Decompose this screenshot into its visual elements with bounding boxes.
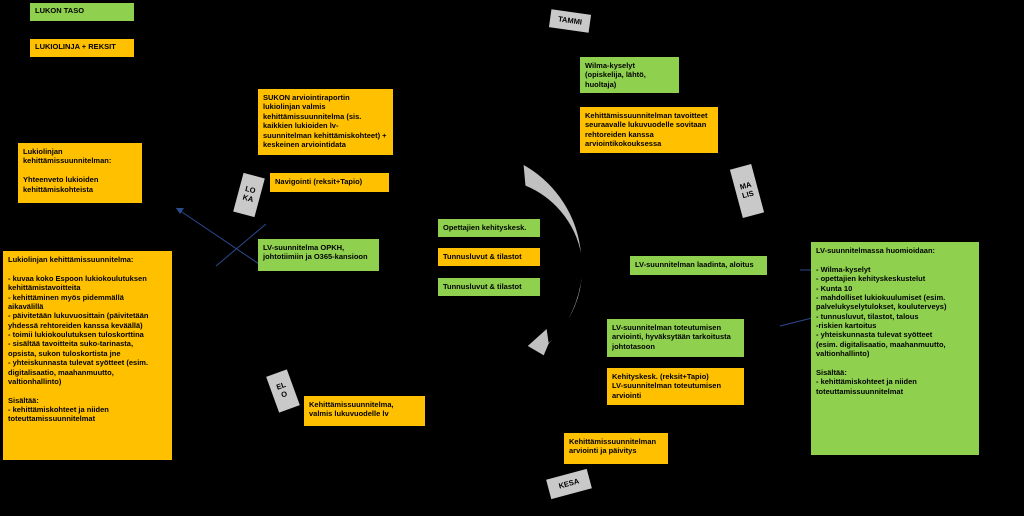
box-lv-opkh: LV-suunnitelma OPKH, johtotiimiin ja O36… — [258, 239, 379, 271]
box-tunnusluvut-2: Tunnusluvut & tilastot — [438, 278, 540, 296]
box-lukiolinjan-kooste: Lukiolinjan kehittämissuunnitelman: Yhte… — [18, 143, 142, 203]
cycle-arc-arrow — [522, 163, 583, 357]
box-tunnusluvut-1: Tunnusluvut & tilastot — [438, 248, 540, 266]
box-opettajien-kehityskesk: Opettajien kehityskesk. — [438, 219, 540, 237]
connector-arrowhead — [176, 208, 184, 214]
box-navigointi: Navigointi (reksit+Tapio) — [270, 173, 389, 192]
box-tavoitteet: Kehittämissuunnitelman tavoitteet seuraa… — [580, 107, 718, 153]
box-kehityskesk-arviointi: Kehityskesk. (reksit+Tapio) LV-suunnitel… — [607, 368, 744, 405]
box-lv-huomioidaan: LV-suunnitelmassa huomioidaan: - Wilma-k… — [811, 242, 979, 455]
connector-line-2 — [215, 223, 267, 267]
connector-line-1 — [175, 207, 263, 267]
box-sukon-arviointiraportti: SUKON arviointiraportin lukiolinjan valm… — [258, 89, 393, 155]
box-lv-laadinta: LV-suunnitelman laadinta, aloitus — [630, 256, 767, 275]
legend-level: LUKON TASO — [30, 3, 134, 21]
box-kehittamis-arviointi-paivitys: Kehittämissuunnitelman arviointi ja päiv… — [564, 433, 668, 464]
box-kehittamis-valmis: Kehittämissuunnitelma, valmis lukuvuodel… — [304, 396, 425, 426]
box-lukiolinjan-kehittamissuunnitelma: Lukiolinjan kehittämissuunnitelma: - kuv… — [3, 251, 172, 460]
box-lv-toteutuminen: LV-suunnitelman toteutumisen arviointi, … — [607, 319, 744, 357]
box-wilma-kyselyt: Wilma-kyselyt (opiskelija, lähtö, huolta… — [580, 57, 679, 93]
connector-line-3 — [779, 317, 813, 327]
legend-line: LUKIOLINJA + REKSIT — [30, 39, 134, 57]
